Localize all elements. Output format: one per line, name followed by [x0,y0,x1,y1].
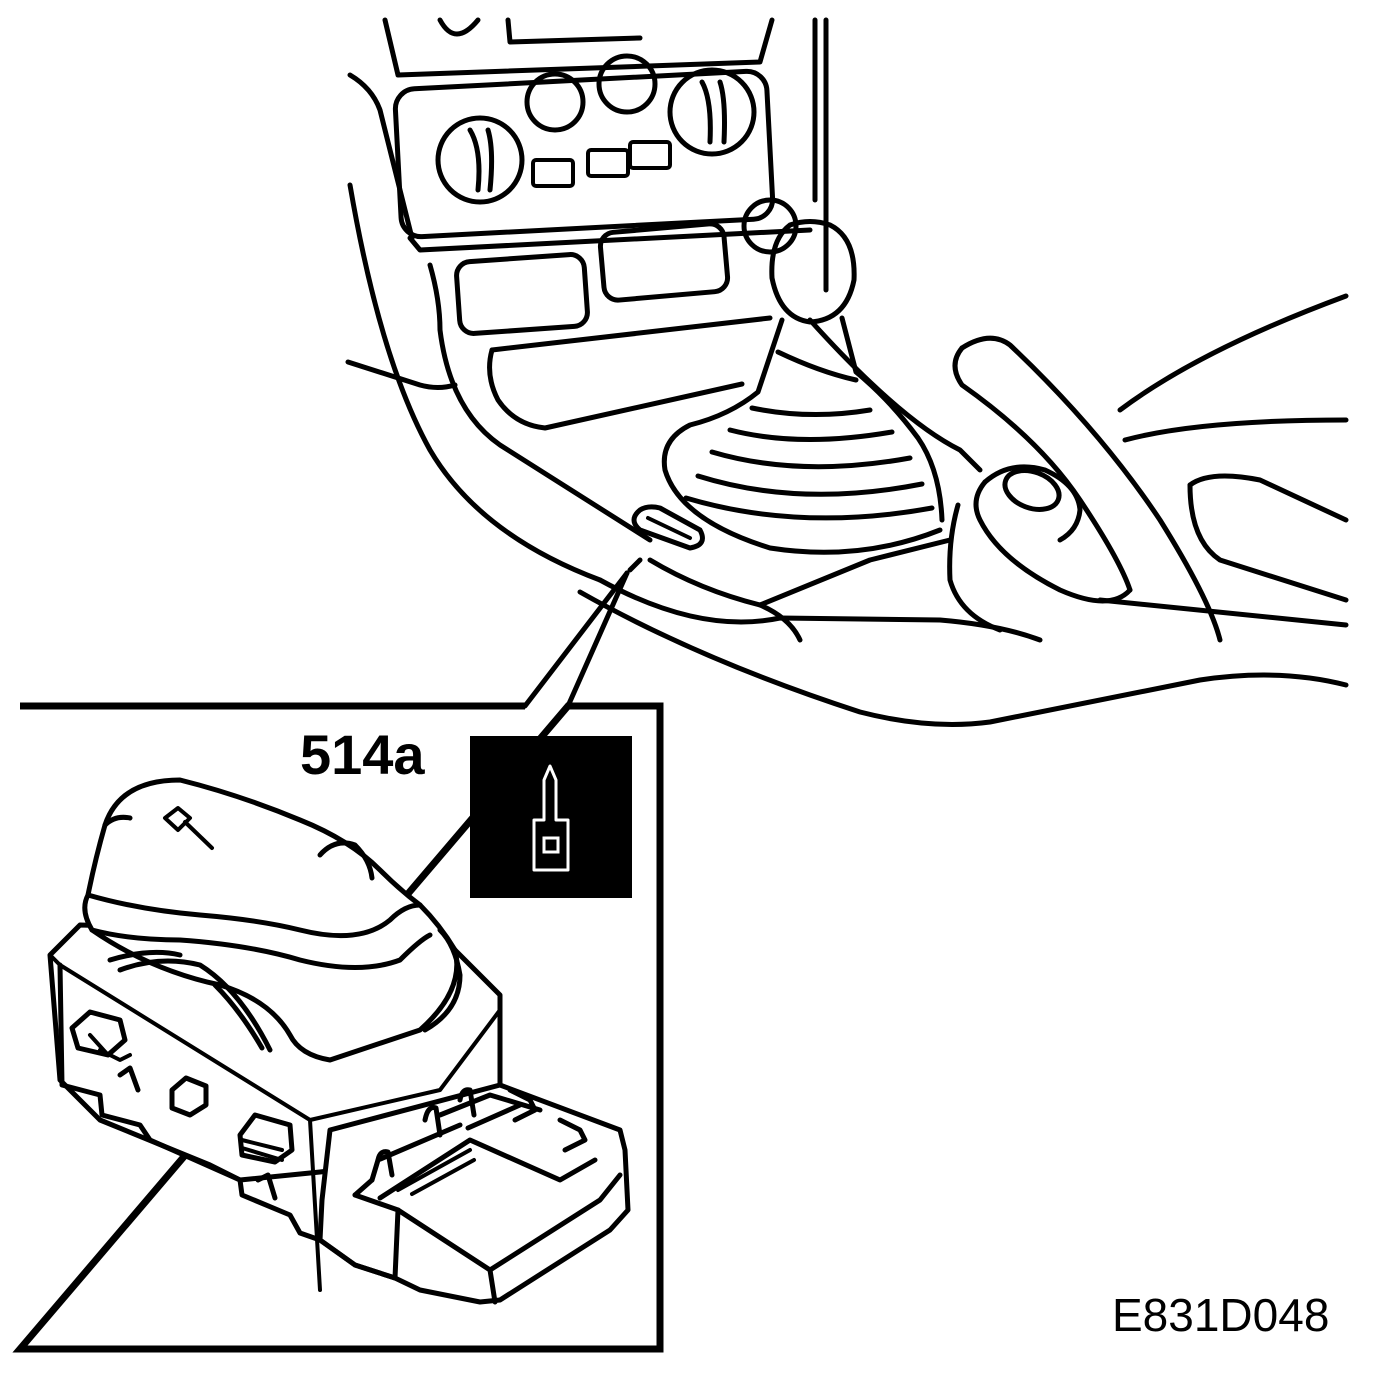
detail-inset [12,702,664,1353]
switch-symbol-icon [470,736,632,898]
center-console-illustration [345,17,1349,727]
part-number-label: 514a [300,723,425,786]
figure-reference-code: E831D048 [1112,1289,1330,1341]
window-switch-illustration [47,777,631,1305]
callout-leader [522,557,643,709]
